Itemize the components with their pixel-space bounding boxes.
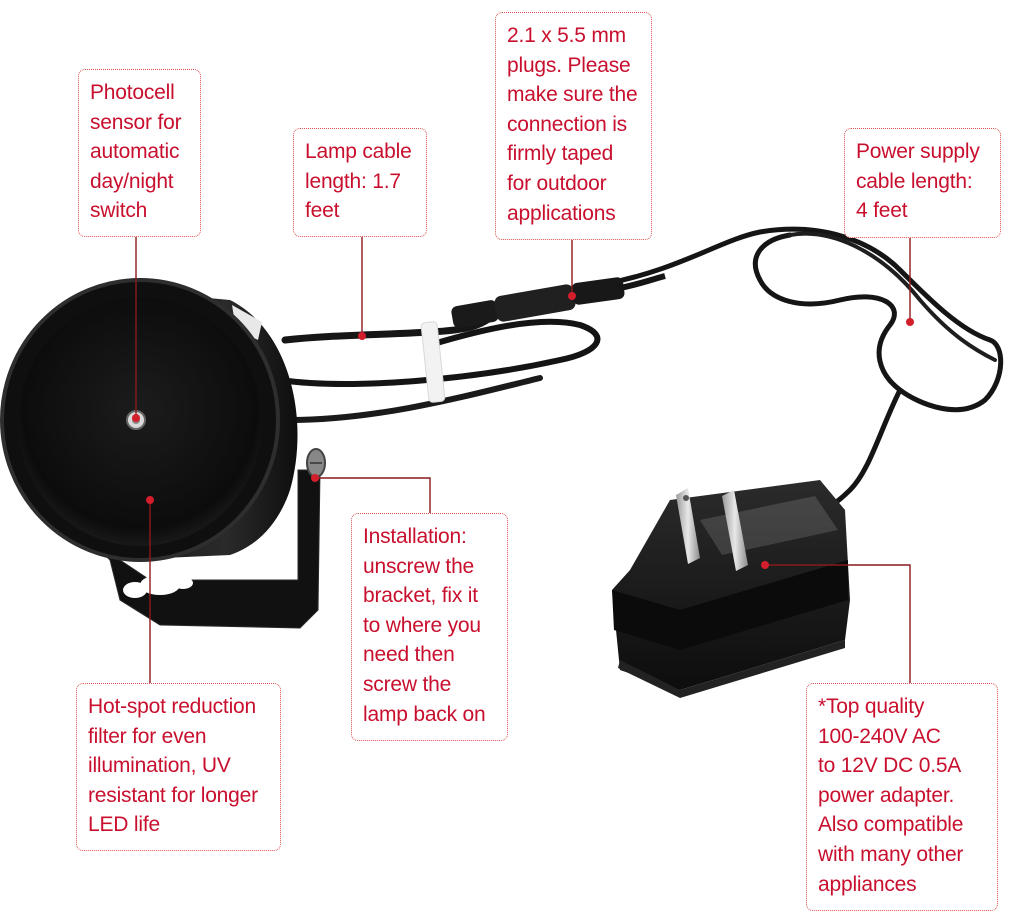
ir-illuminator-lamp [0,278,326,629]
power-cable [597,226,1004,523]
plug-prong-left [676,488,700,564]
leader-lines [135,236,911,683]
lamp-cable [277,314,601,423]
dc-connector [451,273,666,328]
leader-dots [132,292,914,569]
plug-prong-right [722,490,748,571]
callout-photocell: Photocell sensor for automatic day/night… [78,69,201,237]
callout-filter: Hot-spot reduction filter for even illum… [76,683,281,851]
callout-lamp-cable: Lamp cable length: 1.7 feet [293,128,427,237]
callout-power-cable: Power supply cable length: 4 feet [844,128,1001,238]
power-adapter [612,480,850,698]
callout-installation: Installation: unscrew the bracket, fix i… [351,513,508,741]
callout-adapter: *Top quality 100-240V AC to 12V DC 0.5A … [806,683,998,911]
callout-plugs: 2.1 x 5.5 mm plugs. Please make sure the… [495,12,652,240]
